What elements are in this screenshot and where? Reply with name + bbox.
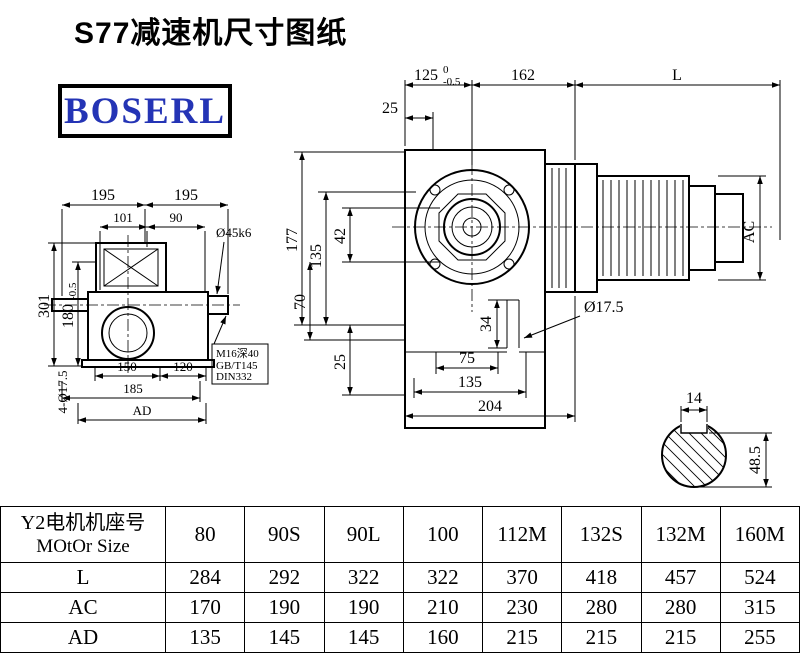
boserl-logo: BOSERL [58, 84, 232, 138]
dim-185: 185 [123, 381, 143, 396]
cell-AC-100: 210 [402, 592, 484, 623]
dim-204: 204 [478, 398, 502, 415]
cell-L-112M: 370 [481, 562, 563, 593]
dim-AD: AD [133, 403, 152, 418]
cell-AC-132S: 280 [561, 592, 642, 623]
dim-180-tol: -0.5 [67, 282, 79, 300]
dim-48-5: 48.5 [747, 446, 764, 474]
size-col-100: 100 [402, 506, 484, 563]
motor-end-bell [688, 185, 716, 271]
dim-195-right: 195 [174, 187, 198, 204]
frame-size-header: Y2电机机座号 MOtOr Size [0, 506, 166, 563]
dim-70: 70 [292, 294, 309, 310]
dim-length-L: L [672, 67, 682, 84]
dim-301: 301 [36, 294, 53, 318]
dim-101: 101 [113, 210, 133, 225]
frame-size-header-en: MOtOr Size [36, 536, 130, 558]
dim-125-tol-upper: 0 [443, 64, 449, 76]
cell-AD-132S: 215 [561, 622, 642, 653]
cell-L-100: 322 [402, 562, 484, 593]
cell-L-90S: 292 [244, 562, 325, 593]
dim-90: 90 [170, 210, 183, 225]
cell-AD-90L: 145 [323, 622, 404, 653]
motor-fan-cover [714, 193, 744, 263]
motor-flange [574, 163, 598, 293]
dim-75: 75 [459, 350, 475, 367]
dim-180: 180 [60, 304, 77, 328]
cell-L-132M: 457 [640, 562, 721, 593]
table-header-row: Y2电机机座号 MOtOr Size 80 90S 90L 100 112M 1… [0, 506, 800, 563]
size-col-132S: 132S [561, 506, 642, 563]
thread-note-line3: DIN332 [216, 371, 252, 383]
size-col-90S: 90S [244, 506, 325, 563]
cell-AD-100: 160 [402, 622, 484, 653]
logo-text: BOSERL [63, 90, 227, 132]
dim-AC: AC [741, 221, 758, 243]
cell-AD-160M: 255 [719, 622, 800, 653]
mounting-slot [405, 299, 545, 353]
cell-L-90L: 322 [323, 562, 404, 593]
front-view: 125 0 -0.5 162 L 25 177 135 42 70 [284, 64, 781, 429]
dim-135-left: 135 [308, 244, 325, 268]
dimension-drawing: 125 0 -0.5 162 L 25 177 135 42 70 [36, 64, 781, 488]
cell-AC-90S: 190 [244, 592, 325, 623]
base-foot [81, 359, 215, 368]
cell-L-80: 284 [164, 562, 246, 593]
cell-AD-90S: 145 [244, 622, 325, 653]
cell-AC-80: 170 [164, 592, 246, 623]
dim-120: 120 [173, 359, 193, 374]
dim-hole-17-5: Ø17.5 [584, 299, 624, 316]
thread-note-line1: M16深40 [216, 347, 259, 360]
size-col-80: 80 [164, 506, 246, 563]
dim-177: 177 [284, 228, 301, 252]
dim-shaft-45k6: Ø45k6 [216, 225, 252, 240]
dim-195-left: 195 [91, 187, 115, 204]
dim-25-top: 25 [382, 100, 398, 117]
dim-162: 162 [511, 67, 535, 84]
thread-note-box: M16深40 GB/T145 DIN332 [211, 315, 269, 385]
dim-14: 14 [686, 390, 702, 407]
cell-AC-112M: 230 [481, 592, 563, 623]
shaft-section-view: 14 48.5 [661, 390, 772, 488]
dim-180-label: 180 -0.5 [60, 282, 79, 328]
side-view: 195 195 101 90 301 180 -0.5 4-Ø17.5 [36, 187, 269, 424]
frame-size-header-cn: Y2电机机座号 [20, 512, 146, 535]
cell-L-160M: 524 [719, 562, 800, 593]
motor-fins [602, 180, 684, 276]
size-col-160M: 160M [719, 506, 800, 563]
keyway [680, 416, 708, 433]
dim-125: 125 [414, 67, 438, 84]
size-col-112M: 112M [481, 506, 563, 563]
dim-150: 150 [117, 359, 137, 374]
row-label-AD: AD [0, 622, 166, 653]
dim-34: 34 [478, 316, 495, 332]
row-label-L: L [0, 562, 166, 593]
dim-25-left: 25 [332, 354, 349, 370]
cell-AC-132M: 280 [640, 592, 721, 623]
cell-AC-90L: 190 [323, 592, 404, 623]
size-col-132M: 132M [640, 506, 721, 563]
row-label-AC: AC [0, 592, 166, 623]
motor-size-table: Y2电机机座号 MOtOr Size 80 90S 90L 100 112M 1… [0, 506, 800, 653]
table-row-AD: AD 135 145 145 160 215 215 215 255 [0, 622, 800, 653]
cell-AC-160M: 315 [719, 592, 800, 623]
page-title: S77减速机尺寸图纸 [74, 17, 348, 50]
thread-note-line2: GB/T145 [216, 360, 258, 372]
section-hatching [662, 423, 726, 487]
cell-L-132S: 418 [561, 562, 642, 593]
output-flange [544, 163, 576, 293]
dim-125-tol-lower: -0.5 [443, 76, 461, 88]
dim-42: 42 [332, 228, 349, 244]
table-row-L: L 284 292 322 322 370 418 457 524 [0, 562, 800, 593]
size-col-90L: 90L [323, 506, 404, 563]
dim-135-bottom: 135 [458, 374, 482, 391]
table-row-AC: AC 170 190 190 210 230 280 280 315 [0, 592, 800, 623]
cell-AD-132M: 215 [640, 622, 721, 653]
cell-AD-112M: 215 [481, 622, 563, 653]
cell-AD-80: 135 [164, 622, 246, 653]
